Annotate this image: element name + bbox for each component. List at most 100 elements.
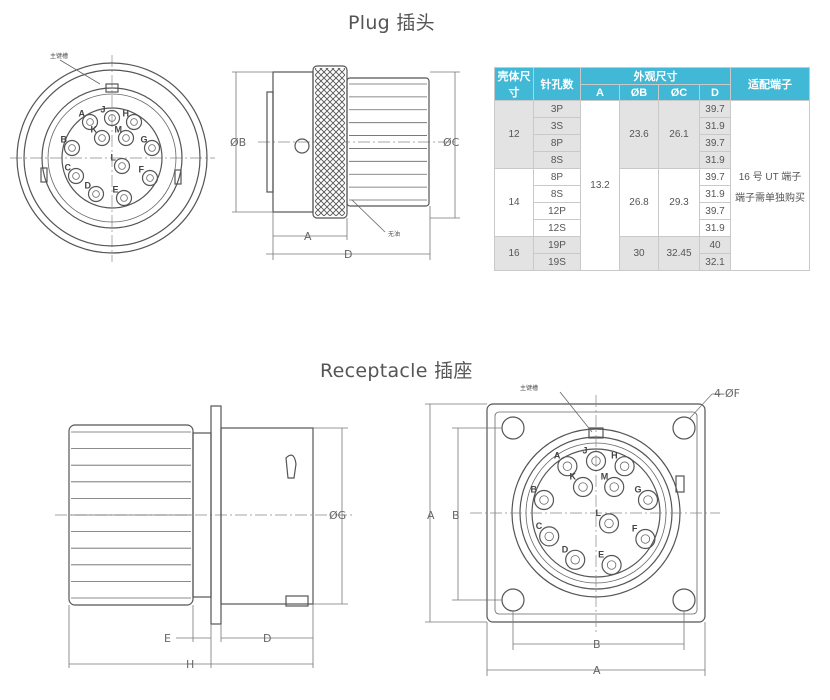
d-value-cell: 39.7 <box>699 100 731 118</box>
plug-pin-core <box>68 144 76 152</box>
receptacle-dim-d: D <box>263 632 271 645</box>
header-c: ØC <box>658 84 700 101</box>
plug-pin-label: M <box>115 125 123 135</box>
receptacle-pin-label: L <box>596 508 602 518</box>
receptacle-pin-core <box>591 456 601 466</box>
receptacle-dim-e: E <box>164 632 171 645</box>
header-pins: 针孔数 <box>533 67 581 101</box>
receptacle-pin-h <box>614 456 635 477</box>
receptacle-pin-label: J <box>583 446 588 456</box>
plug-side-label: 无油 <box>388 230 400 238</box>
receptacle-pin-core <box>544 531 554 542</box>
plug-pin-label: C <box>65 163 72 173</box>
d-value-cell: 39.7 <box>699 134 731 152</box>
plug-title: Plug 插头 <box>348 12 435 34</box>
receptacle-pin-label: K <box>570 472 577 482</box>
receptacle-pin-label: G <box>635 485 642 495</box>
plug-pin-core <box>146 174 154 182</box>
header-a: A <box>580 84 620 101</box>
plug-pin-label: E <box>113 185 119 195</box>
receptacle-title: Receptacle 插座 <box>320 360 473 382</box>
plug-pin-core <box>98 134 106 142</box>
terminal-line-2: 端子需单独购买 <box>735 192 805 204</box>
b-value-cell: 23.6 <box>619 100 659 169</box>
shell-size-cell: 14 <box>494 168 534 237</box>
receptacle-pin-core <box>604 518 614 529</box>
receptacle-pin-core <box>539 495 549 505</box>
plug-pin-e <box>115 189 133 207</box>
a-value-cell: 13.2 <box>580 100 620 271</box>
d-value-cell: 31.9 <box>699 151 731 169</box>
receptacle-pin-g <box>637 489 659 511</box>
plug-pin-d <box>87 185 105 203</box>
receptacle-dim-b: B <box>452 509 460 522</box>
receptacle-pin-label: H <box>611 451 618 461</box>
d-value-cell: 31.9 <box>699 219 731 237</box>
receptacle-pin-core <box>578 482 588 492</box>
receptacle-dim-f: 4-ØF <box>714 387 740 400</box>
receptacle-pin-c <box>539 526 560 547</box>
plug-pin-label: F <box>139 165 145 175</box>
plug-pin-j <box>103 109 121 127</box>
header-terminal: 适配端子 <box>730 67 810 101</box>
c-value-cell: 26.1 <box>658 100 700 169</box>
receptacle-pin-k <box>572 476 594 498</box>
plug-pin-l <box>113 157 131 175</box>
d-value-cell: 39.7 <box>699 202 731 220</box>
plug-dim-a: A <box>304 230 312 243</box>
plug-pin-h <box>125 113 143 131</box>
pin-count-cell: 12P <box>533 202 581 220</box>
receptacle-pin-label: F <box>632 524 638 534</box>
b-value-cell: 26.8 <box>619 168 659 237</box>
receptacle-pin-label: A <box>554 451 561 461</box>
c-value-cell: 32.45 <box>658 236 700 271</box>
plug-pin-label: J <box>101 105 106 115</box>
receptacle-dim-h: H <box>186 658 194 671</box>
receptacle-pin-core <box>562 461 573 471</box>
plug-pin-core <box>92 190 100 198</box>
receptacle-pin-core <box>619 461 630 471</box>
receptacle-pin-core <box>609 482 619 492</box>
pin-count-cell: 8S <box>533 185 581 203</box>
plug-pin-b <box>63 139 81 157</box>
plug-pin-label: B <box>61 135 68 145</box>
d-value-cell: 39.7 <box>699 168 731 186</box>
pin-count-cell: 8P <box>533 168 581 186</box>
plug-dim-d: D <box>344 248 352 261</box>
receptacle-dim-a-bottom: A <box>593 664 601 677</box>
plug-dim-b: ØB <box>230 136 246 149</box>
plug-side-view: 无油 ØB ØC A D <box>230 65 460 261</box>
receptacle-pin-core <box>570 555 580 565</box>
terminal-cell: 16 号 UT 端子端子需单独购买 <box>730 100 810 271</box>
plug-pin-f <box>141 169 159 187</box>
plug-pin-core <box>72 172 80 180</box>
receptacle-pin-label: M <box>601 472 609 482</box>
plug-pin-label: H <box>123 109 130 119</box>
receptacle-pin-label: B <box>531 485 538 495</box>
receptacle-pin-core <box>606 560 617 570</box>
receptacle-pin-b <box>533 489 555 511</box>
header-shell: 壳体尺寸 <box>494 67 534 101</box>
b-value-cell: 30 <box>619 236 659 271</box>
receptacle-pin-a <box>557 456 578 477</box>
pin-count-cell: 19S <box>533 253 581 271</box>
plug-pin-core <box>108 114 116 122</box>
receptacle-pin-label: D <box>562 544 569 554</box>
plug-pin-a <box>81 113 99 131</box>
plug-pin-label: A <box>79 109 86 119</box>
receptacle-dim-b-bottom: B <box>593 638 601 651</box>
plug-pin-g <box>143 139 161 157</box>
plug-pin-label: K <box>91 125 98 135</box>
receptacle-dim-a: A <box>427 509 435 522</box>
receptacle-pin-m <box>604 476 625 498</box>
plug-pin-core <box>148 144 156 152</box>
d-value-cell: 40 <box>699 236 731 254</box>
terminal-line-1: 16 号 UT 端子 <box>738 171 802 183</box>
